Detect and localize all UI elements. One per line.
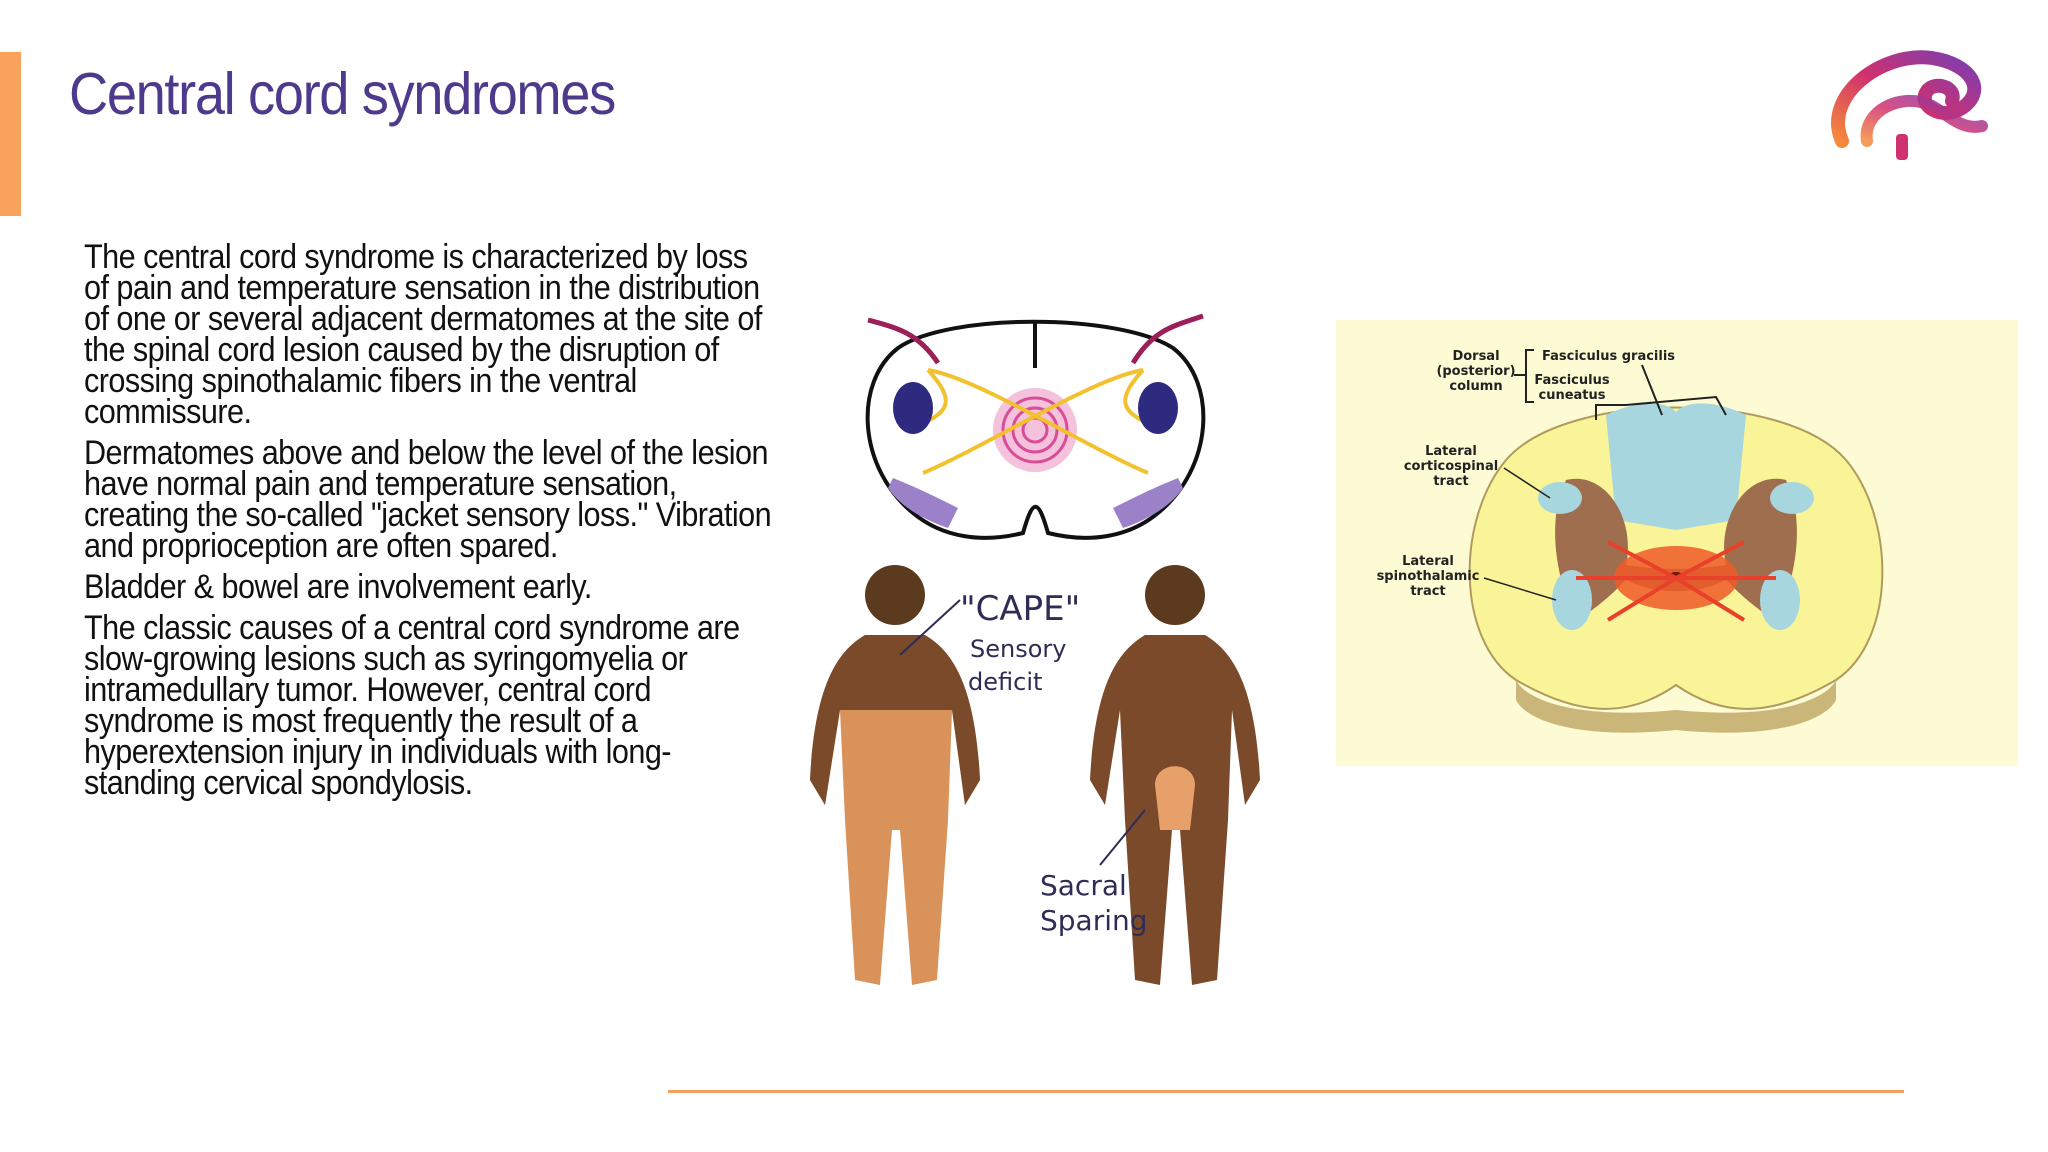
label-lat-st-3: tract: [1410, 584, 1445, 599]
label-cuneatus-2: cuneatus: [1538, 388, 1605, 403]
body-dermatome-figure: "CAPE" Sensory deficit Sacral Sparing: [810, 565, 1260, 985]
sacral-label-1: Sacral: [1040, 869, 1127, 902]
cord-cross-section-figure: [865, 313, 1206, 540]
brain-logo-icon: [1831, 50, 1988, 160]
accent-bar: [0, 52, 21, 216]
figure-back-left: [810, 565, 980, 985]
paragraph-2: Dermatomes above and below the level of …: [84, 434, 772, 565]
cape-sub2: deficit: [968, 668, 1042, 696]
label-cuneatus-1: Fasciculus: [1534, 373, 1609, 388]
label-lat-cs-1: Lateral: [1425, 444, 1477, 459]
sacral-label-2: Sparing: [1040, 904, 1148, 937]
label-gracilis: Fasciculus gracilis: [1542, 349, 1675, 364]
page-title: Central cord syndromes: [69, 61, 616, 127]
paragraph-1: The central cord syndrome is characteriz…: [84, 238, 762, 431]
paragraph-4: The classic causes of a central cord syn…: [84, 609, 740, 802]
label-lat-st-2: spinothalamic: [1377, 569, 1480, 584]
label-dorsal-3: column: [1449, 379, 1502, 394]
cape-sub1: Sensory: [970, 635, 1066, 663]
figure-back-right: [1090, 565, 1260, 985]
label-lat-cs-2: corticospinal: [1404, 459, 1498, 474]
cape-label: "CAPE": [960, 589, 1080, 629]
body-text: The central cord syndrome is characteriz…: [84, 238, 784, 809]
label-dorsal-1: Dorsal: [1452, 349, 1499, 364]
spinal-tracts-figure: Dorsal (posterior) column Fasciculus gra…: [1336, 320, 2018, 766]
label-lat-cs-3: tract: [1433, 474, 1468, 489]
label-dorsal-2: (posterior): [1436, 364, 1515, 379]
bottom-divider: [668, 1090, 1904, 1093]
paragraph-3: Bladder & bowel are involvement early.: [84, 568, 592, 606]
label-lat-st-1: Lateral: [1402, 554, 1454, 569]
